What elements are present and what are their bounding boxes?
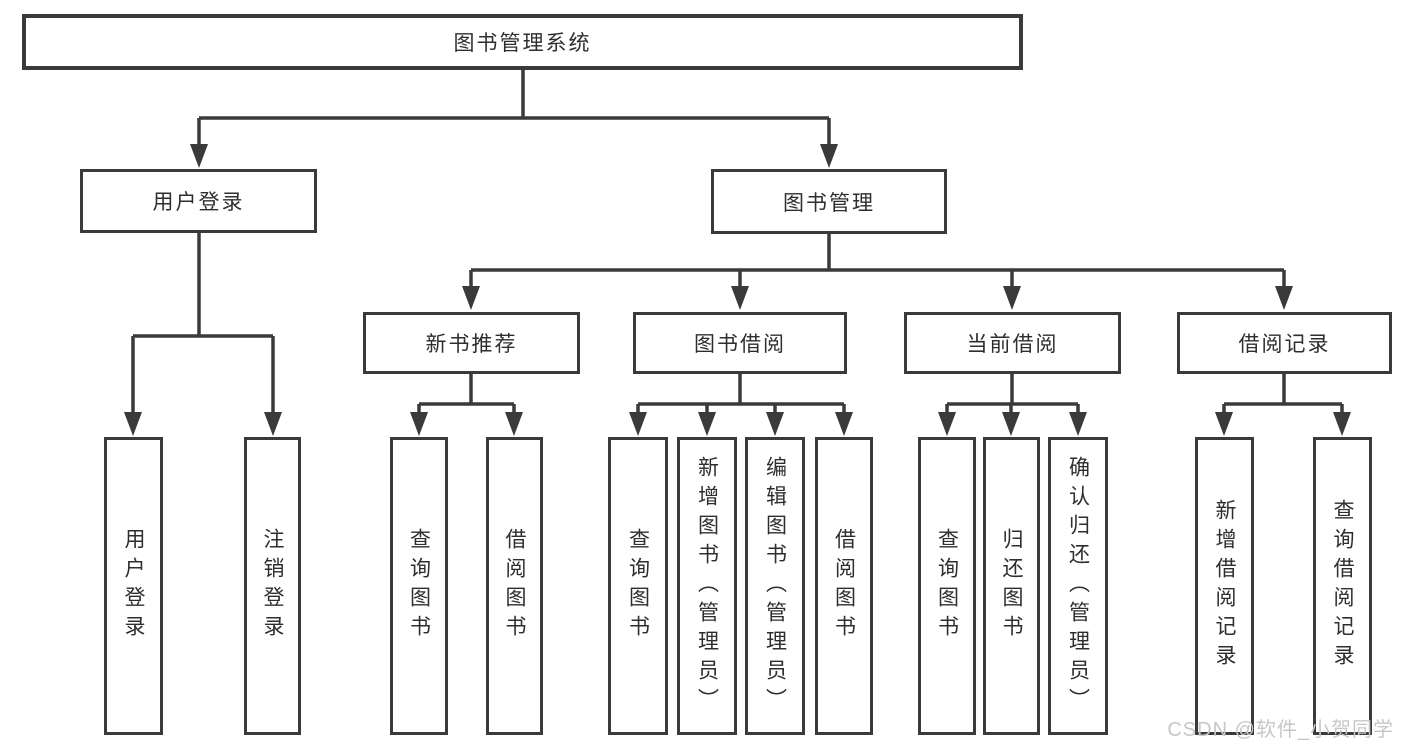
arrowheads (124, 144, 1351, 436)
leaf-recommend-borrow-books: 借阅图书 (486, 437, 543, 735)
leaf-user-login: 用户登录 (104, 437, 163, 735)
leaf-recommend-query-books-label: 查询图书 (407, 528, 431, 644)
node-borrow-records-label: 借阅记录 (1238, 333, 1331, 356)
node-current-borrowing-label: 当前借阅 (966, 333, 1059, 356)
node-borrow-records: 借阅记录 (1177, 312, 1392, 374)
leaf-logout-label: 注销登录 (261, 528, 284, 644)
leaf-current-return-books: 归还图书 (983, 437, 1040, 735)
node-current-borrowing: 当前借阅 (904, 312, 1121, 374)
leaf-borrowing-add-books-admin-label: 新增图书（管理员） (695, 455, 719, 717)
node-book-management-label: 图书管理 (783, 191, 875, 215)
leaf-borrowing-edit-books-admin: 编辑图书（管理员） (745, 437, 805, 735)
leaf-user-login-label: 用户登录 (122, 528, 145, 644)
connector-path (131, 68, 1344, 416)
node-new-book-recommend-label: 新书推荐 (425, 333, 518, 356)
leaf-borrowing-query-books-label: 查询图书 (626, 528, 650, 644)
node-library-management-system: 图书管理系统 (22, 14, 1023, 70)
node-book-borrowing-label: 图书借阅 (694, 333, 786, 356)
leaf-query-borrow-record-label: 查询借阅记录 (1331, 499, 1354, 673)
leaf-add-borrow-record: 新增借阅记录 (1195, 437, 1254, 735)
leaf-current-confirm-return-admin-label: 确认归还（管理员） (1066, 455, 1090, 717)
leaf-recommend-borrow-books-label: 借阅图书 (503, 528, 526, 644)
leaf-logout: 注销登录 (244, 437, 301, 735)
node-new-book-recommend: 新书推荐 (363, 312, 580, 374)
leaf-borrowing-borrow-books-label: 借阅图书 (832, 528, 856, 644)
leaf-borrowing-add-books-admin: 新增图书（管理员） (677, 437, 737, 735)
leaf-add-borrow-record-label: 新增借阅记录 (1213, 499, 1236, 673)
node-book-management: 图书管理 (711, 169, 947, 234)
leaf-current-query-books-label: 查询图书 (935, 528, 959, 644)
leaf-borrowing-borrow-books: 借阅图书 (815, 437, 873, 735)
node-user-login: 用户登录 (80, 169, 317, 233)
leaf-query-borrow-record: 查询借阅记录 (1313, 437, 1372, 735)
leaf-current-query-books: 查询图书 (918, 437, 976, 735)
node-library-management-system-label: 图书管理系统 (453, 32, 592, 55)
node-book-borrowing: 图书借阅 (633, 312, 847, 374)
leaf-current-return-books-label: 归还图书 (1000, 528, 1023, 644)
leaf-borrowing-edit-books-admin-label: 编辑图书（管理员） (763, 455, 787, 717)
node-user-login-label: 用户登录 (152, 191, 245, 214)
leaf-recommend-query-books: 查询图书 (390, 437, 448, 735)
leaf-borrowing-query-books: 查询图书 (608, 437, 668, 735)
leaf-current-confirm-return-admin: 确认归还（管理员） (1048, 437, 1108, 735)
